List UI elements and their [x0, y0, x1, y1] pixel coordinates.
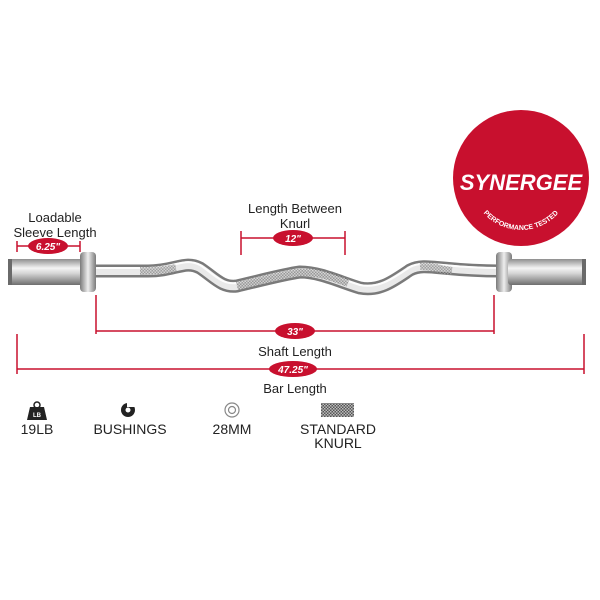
right-knurl	[419, 261, 453, 275]
sleeve-label-line1: Loadable	[28, 210, 82, 225]
bar-value-pill	[269, 361, 317, 377]
spec-knurl: STANDARD KNURL	[288, 422, 388, 450]
spec-weight: 19LB	[10, 422, 64, 436]
bar-label: Bar Length	[263, 381, 327, 396]
spec-knurl-line1: STANDARD	[300, 421, 376, 437]
knurl-value-pill	[273, 230, 313, 246]
knurl-value: 12"	[285, 234, 301, 245]
sleeve-value-pill	[28, 238, 68, 254]
spec-diameter: 28MM	[200, 422, 264, 436]
weight-icon-text: LB	[33, 413, 42, 419]
knurl-label: Length Between Knurl	[220, 201, 370, 231]
diameter-icon	[224, 402, 240, 418]
spec-knurl-line2: KNURL	[314, 435, 362, 451]
shaft-value: 33"	[287, 327, 303, 338]
left-sleeve-end	[8, 259, 12, 285]
sleeve-label-line2: Sleeve Length	[13, 225, 97, 240]
knurl-label-line2: Knurl	[279, 216, 311, 231]
brand-circle	[453, 110, 589, 246]
bushing-icon	[121, 403, 135, 417]
brand-name: SYNERGEE	[460, 170, 584, 195]
bar-value: 47.25"	[277, 365, 308, 376]
right-sleeve-end	[582, 259, 586, 285]
sleeve-value: 6.25"	[36, 242, 60, 253]
knurl-pattern-icon	[321, 403, 354, 417]
ez-curl-bar	[8, 252, 586, 296]
knurl-label-line1: Length Between	[248, 201, 342, 216]
right-sleeve	[508, 259, 586, 285]
brand-badge: SYNERGEE PERFORMANCE TESTED	[453, 110, 589, 246]
spec-diameter-line1: 28MM	[212, 421, 252, 437]
left-knurl	[139, 264, 177, 275]
spec-bushings: BUSHINGS	[80, 422, 180, 436]
left-collar	[80, 252, 96, 292]
weight-icon: LB	[27, 401, 47, 420]
spec-weight-line1: 19LB	[20, 421, 54, 437]
center-knurl	[236, 267, 350, 290]
shaft-label: Shaft Length	[258, 344, 332, 359]
spec-bushings-line1: BUSHINGS	[93, 421, 167, 437]
sleeve-label: Loadable Sleeve Length	[0, 210, 110, 240]
left-sleeve	[8, 259, 86, 285]
shaft-value-pill	[275, 323, 315, 339]
